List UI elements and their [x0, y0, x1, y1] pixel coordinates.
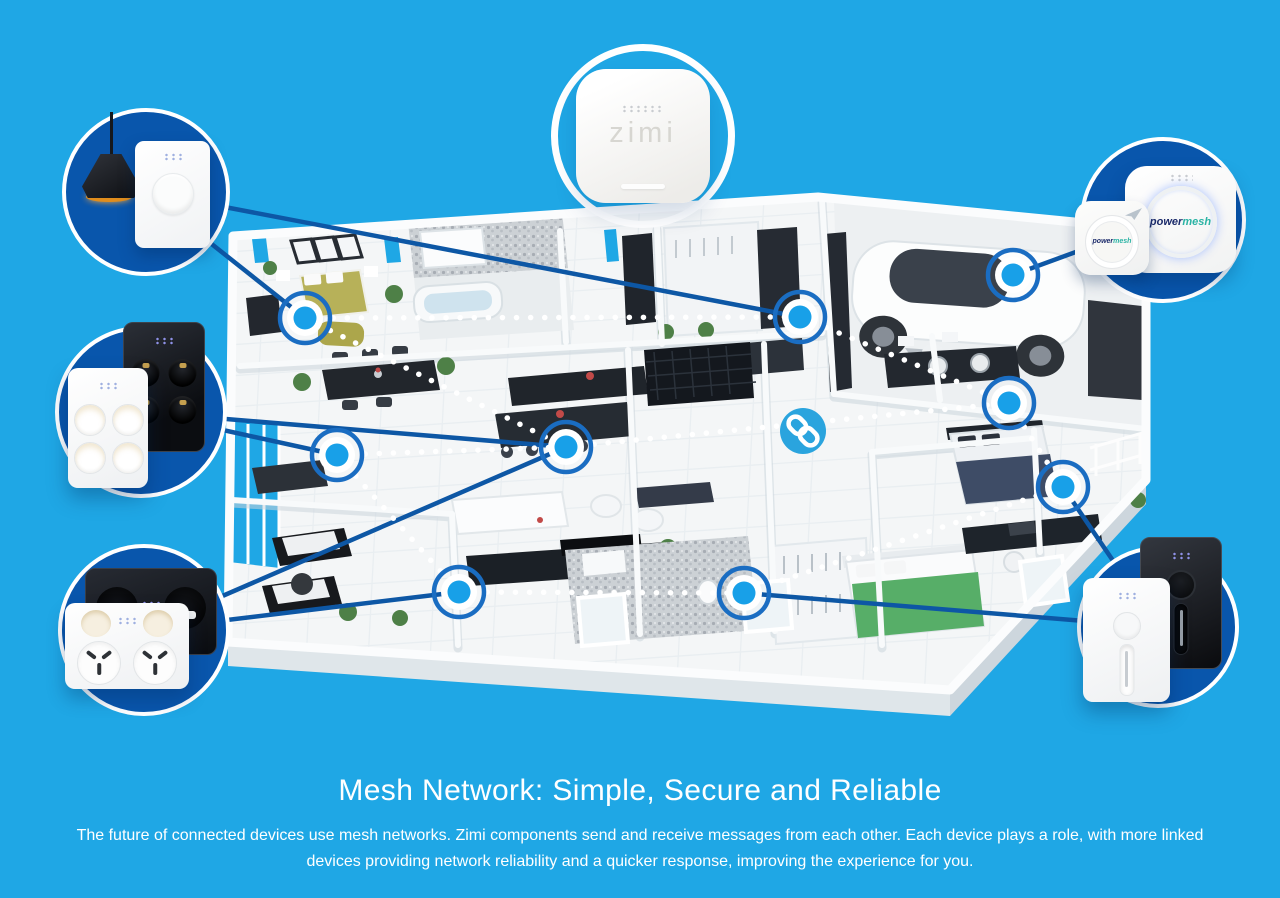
mesh-node-marker — [985, 247, 1041, 303]
lamp-shade — [82, 154, 140, 198]
single-gang-switch — [135, 141, 210, 248]
rocker-switch — [143, 610, 173, 637]
status-bar — [621, 184, 665, 189]
indicator-dots — [117, 617, 137, 625]
indicator-dots — [154, 337, 174, 345]
device-connection-line — [145, 189, 801, 320]
powermesh-disc: powermesh — [1085, 214, 1139, 269]
socket — [77, 641, 121, 685]
switch-button — [112, 442, 144, 474]
double-power-outlet-white — [65, 603, 189, 689]
indicator-dots — [1168, 174, 1193, 182]
pendant-light — [80, 112, 142, 208]
hall-bench — [635, 482, 714, 508]
dimmer-knob — [1168, 572, 1194, 598]
dimmer-callout — [1077, 537, 1239, 708]
dimmer-knob — [1112, 612, 1141, 640]
mesh-node-marker — [772, 289, 828, 345]
indicator-dots — [98, 382, 118, 390]
mesh-dotted-link — [456, 589, 747, 596]
wardrobe-north — [658, 220, 804, 376]
mesh-node-marker — [716, 565, 772, 621]
indicator-dots — [1116, 592, 1137, 600]
lamp-cord — [110, 112, 113, 156]
front-door — [622, 233, 656, 325]
pendant-switch-callout — [62, 108, 230, 276]
kitchen — [495, 342, 757, 458]
powermesh-logo: powermesh — [1092, 238, 1132, 246]
balcony-railing — [1089, 430, 1147, 476]
zimi-logo: zimi — [609, 117, 677, 149]
dimmer-slider — [1119, 644, 1134, 696]
quad-switch-white — [68, 368, 148, 488]
switch-button — [168, 359, 197, 387]
windows-north — [252, 229, 619, 265]
mesh-dotted-link — [797, 314, 1012, 406]
mesh-dotted-link — [741, 484, 1066, 596]
mesh-node-marker — [981, 375, 1037, 431]
mesh-node-marker — [277, 290, 333, 346]
switch-button — [168, 396, 197, 424]
platform-front-face — [228, 642, 950, 716]
caption-block: Mesh Network: Simple, Secure and Reliabl… — [0, 774, 1280, 874]
powermesh-ring: powermesh — [1144, 185, 1217, 258]
powermesh-callout: powermesh powermesh — [1075, 137, 1246, 303]
section-description: The future of connected devices use mesh… — [76, 827, 1204, 870]
indicator-dots — [621, 105, 665, 113]
mesh-node-marker — [538, 419, 594, 475]
zimi-bridge-device: zimi — [576, 69, 710, 203]
mesh-node-marker — [1035, 459, 1091, 515]
switch-button — [112, 404, 144, 436]
switch-button — [74, 442, 106, 474]
mesh-node-marker — [309, 427, 365, 483]
mesh-dotted-link — [334, 452, 462, 595]
mesh-dotted-link — [302, 314, 803, 321]
paper-plane-icon — [1125, 208, 1142, 220]
switch-button — [74, 404, 106, 436]
power-outlet-callout — [58, 544, 230, 716]
powermesh-logo: powermesh — [1149, 215, 1212, 228]
mesh-dotted-link — [334, 444, 569, 458]
indicator-dots — [162, 153, 183, 161]
powermesh-module-small: powermesh — [1075, 201, 1149, 275]
dimmer-slider — [1174, 604, 1188, 654]
bathroom-north — [408, 212, 574, 340]
quad-switch-callout — [55, 322, 227, 498]
zimi-bridge-callout: zimi — [551, 44, 735, 228]
section-heading: Mesh Network: Simple, Secure and Reliabl… — [338, 774, 942, 807]
indicator-dots — [1171, 552, 1191, 560]
socket — [133, 641, 177, 685]
mesh-node-marker — [431, 564, 487, 620]
rocker-switch — [81, 610, 111, 637]
lounge-chairs — [252, 460, 408, 626]
link-icon — [780, 408, 826, 454]
dimmer-switch-white — [1083, 578, 1170, 702]
switch-button — [151, 173, 194, 215]
